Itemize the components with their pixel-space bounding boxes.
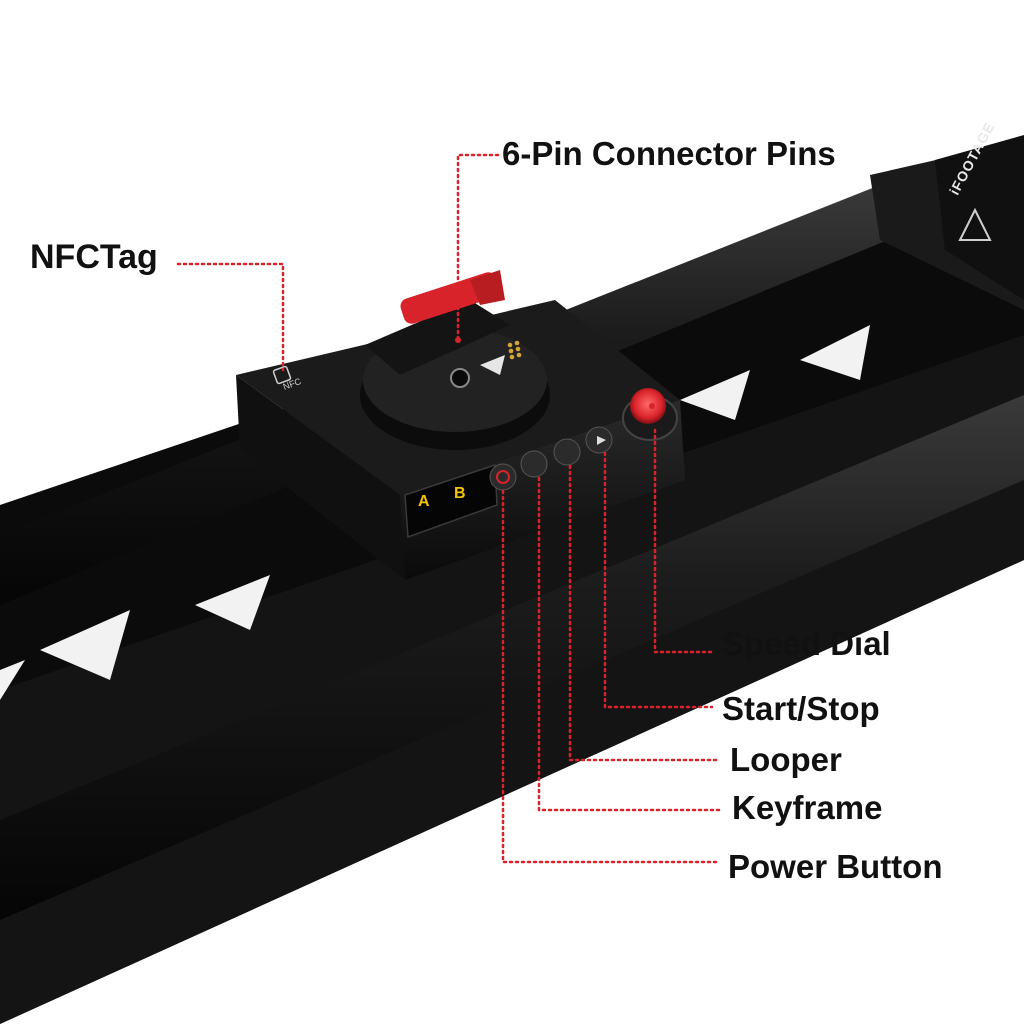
looper-callout-line (568, 464, 720, 762)
rail-cutout (195, 575, 270, 630)
looper-button[interactable] (553, 438, 581, 466)
power-button-label: Power Button (728, 848, 943, 885)
arrow-marking (480, 355, 505, 375)
speed-dial[interactable] (622, 388, 678, 441)
rail-cutout (680, 370, 750, 420)
nfc-tag-icon (272, 365, 292, 385)
screw-hole (450, 368, 470, 388)
nfc-tag-label: NFCTag (30, 238, 158, 276)
connector-pins (507, 340, 522, 360)
carriage-right (400, 400, 685, 580)
connector-pins-label: 6-Pin Connector Pins (502, 135, 836, 172)
keyframe-callout-line (537, 476, 722, 812)
rail-cutout (40, 610, 130, 680)
speed-dial-callout-dot (649, 403, 655, 409)
carriage-front (236, 375, 405, 580)
oled-screen (404, 463, 498, 539)
speed-dial-callout-line (653, 428, 714, 654)
looper-label: Looper (730, 741, 842, 778)
nfc-callout-line (176, 262, 285, 372)
callout-lines (176, 153, 722, 864)
start-stop-button[interactable] (585, 426, 613, 454)
pins-callout-dot (455, 337, 461, 343)
keyframe-label: Keyframe (732, 789, 883, 826)
rail-cutout (0, 660, 25, 700)
power-callout-line (501, 489, 720, 864)
keyframe-button[interactable] (520, 450, 548, 478)
release-plate (365, 300, 510, 375)
release-lever (470, 270, 505, 305)
pins-callout-line (456, 153, 500, 342)
screen-label-a: A (418, 493, 430, 510)
start-stop-label: Start/Stop (722, 690, 880, 727)
warning-icon (958, 207, 992, 241)
speed-dial-label: Speed Dial (722, 625, 891, 662)
screen-label-b: B (454, 485, 466, 502)
rod-front (0, 395, 1024, 920)
rail-cutout (800, 325, 870, 380)
start-stop-callout-line (603, 451, 714, 709)
power-button[interactable] (489, 463, 517, 491)
